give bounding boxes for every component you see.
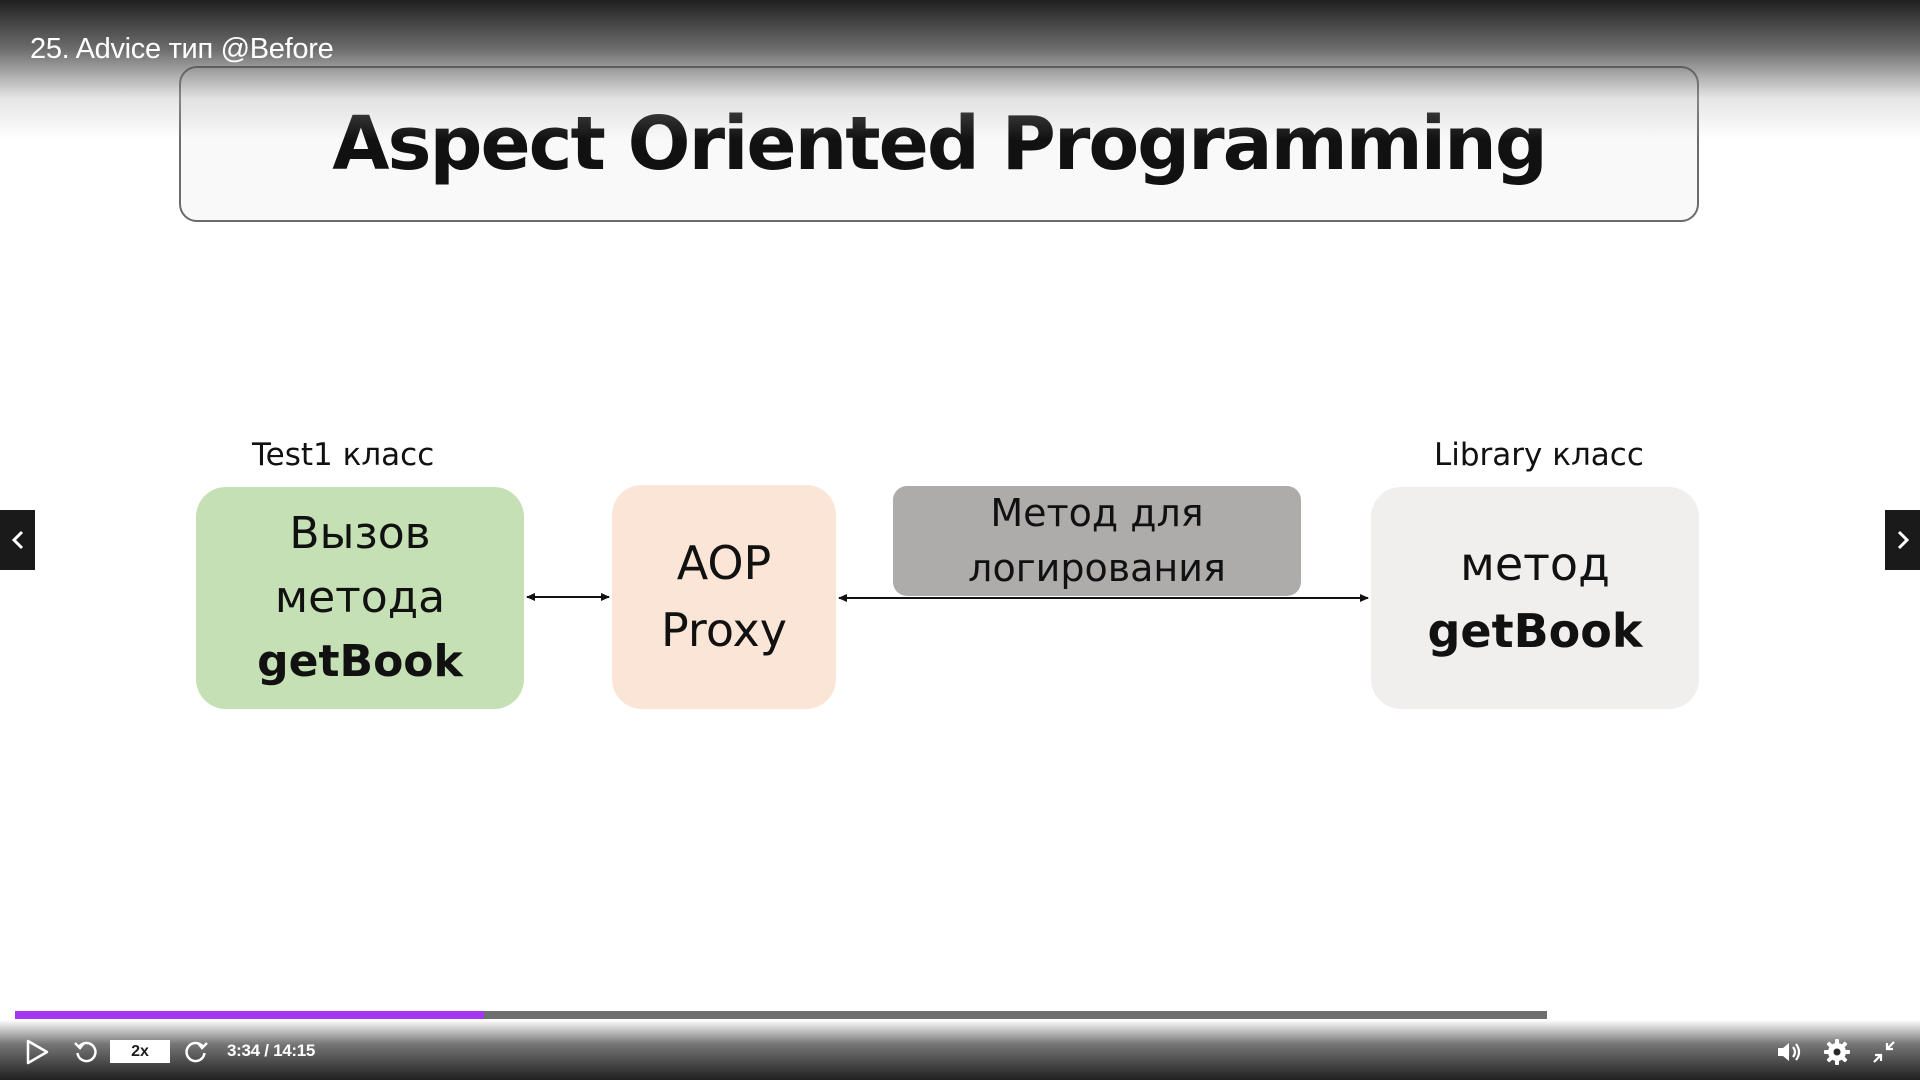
target-box-line1: метод <box>1460 537 1610 592</box>
volume-icon <box>1778 1043 1801 1061</box>
progress-bar-played <box>15 1011 484 1019</box>
rewind-button[interactable] <box>70 1036 102 1068</box>
library-class-label: Library класс <box>1434 437 1644 473</box>
proxy-box-line1: AOP <box>676 536 772 591</box>
top-overlay <box>0 0 1920 140</box>
rewind-5-icon <box>74 1041 97 1063</box>
exit-fullscreen-icon <box>1873 1041 1895 1063</box>
next-lecture-button[interactable] <box>1885 510 1920 570</box>
forward-5-icon <box>185 1041 208 1063</box>
proxy-box-line2: Proxy <box>660 603 787 657</box>
aop-proxy-box: AOP Proxy <box>612 485 836 709</box>
target-box-line2: getBook <box>1427 604 1643 658</box>
time-display: 3:34 / 14:15 <box>227 1041 316 1060</box>
play-button[interactable] <box>22 1037 52 1067</box>
forward-button[interactable] <box>180 1036 212 1068</box>
caller-box-line2: метода <box>274 572 446 624</box>
play-icon <box>26 1039 49 1065</box>
video-title: 25. Advice тип @Before <box>30 33 334 65</box>
target-method-box: метод getBook <box>1371 487 1699 709</box>
logging-method-box: Метод для логирования <box>893 486 1301 596</box>
logging-box-line2: логирования <box>968 546 1226 590</box>
previous-lecture-button[interactable] <box>0 510 35 570</box>
caller-box-line1: Вызов <box>289 508 431 560</box>
chevron-right-icon <box>1897 530 1909 550</box>
logging-box-line1: Метод для <box>990 490 1204 535</box>
progress-bar[interactable] <box>15 1011 1547 1019</box>
caller-method-box: Вызов метода getBook <box>196 487 524 709</box>
settings-icon <box>1824 1039 1850 1065</box>
caller-box-line3: getBook <box>257 635 463 687</box>
exit-fullscreen-button[interactable] <box>1868 1036 1900 1068</box>
playback-speed-button[interactable]: 2x <box>110 1040 170 1063</box>
volume-button[interactable] <box>1773 1036 1805 1068</box>
test1-class-label: Test1 класс <box>252 437 435 473</box>
settings-button[interactable] <box>1820 1035 1854 1069</box>
chevron-left-icon <box>11 530 23 550</box>
bottom-overlay <box>0 1020 1920 1080</box>
